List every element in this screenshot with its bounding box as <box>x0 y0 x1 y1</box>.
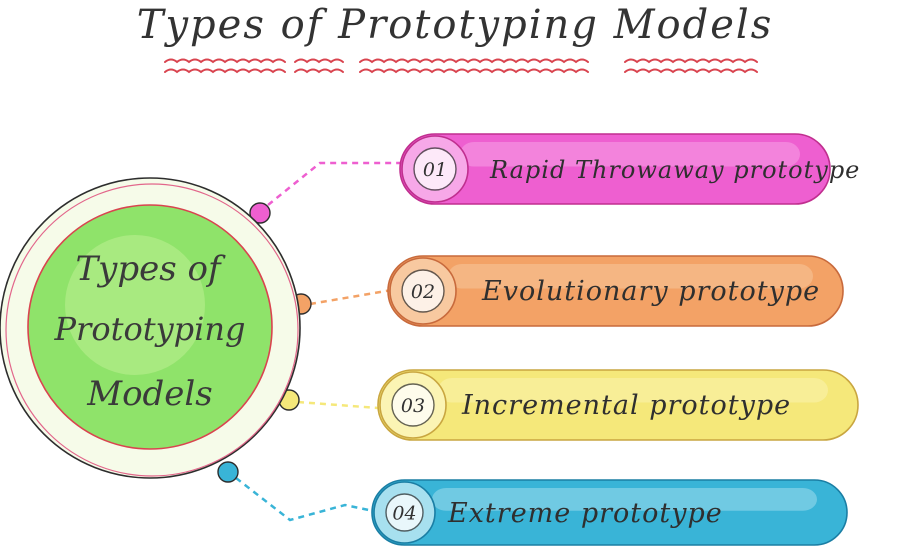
hub: Types of Prototyping Models <box>0 177 301 479</box>
model-item: 02 Evolutionary prototype <box>387 255 844 327</box>
title-underline <box>624 58 758 64</box>
title-underlines <box>164 58 758 74</box>
hub-label-line-2: Prototyping <box>54 310 246 348</box>
model-pill-highlight <box>438 378 828 403</box>
model-label: Incremental prototype <box>461 390 791 421</box>
model-label: Evolutionary prototype <box>481 276 820 307</box>
title-underline <box>359 68 589 74</box>
hub-core-highlight <box>65 235 205 375</box>
title-underline <box>294 68 344 74</box>
model-item: 01 Rapid Throwaway prototype <box>399 133 860 205</box>
connector-line <box>309 288 393 306</box>
hub-outer-ring-pink <box>5 183 299 477</box>
model-pill-highlight <box>432 488 817 511</box>
page-title: Types of Prototyping Models <box>137 2 773 48</box>
model-number: 04 <box>392 503 416 525</box>
model-number: 01 <box>423 159 447 181</box>
model-list: 01 Rapid Throwaway prototype 02 Evolutionar… <box>371 133 860 546</box>
model-label: Rapid Throwaway prototype <box>489 156 860 184</box>
model-item: 03 Incremental prototype <box>377 369 859 441</box>
hub-core <box>27 204 273 450</box>
title-underline <box>359 58 589 64</box>
model-label: Extreme prototype <box>447 498 723 529</box>
model-number: 02 <box>411 281 435 303</box>
title-underline <box>624 68 758 74</box>
connector-line <box>267 161 400 206</box>
model-number-badge <box>401 269 445 313</box>
model-pill-highlight <box>460 142 800 167</box>
title-underline <box>164 58 286 64</box>
model-pill-highlight <box>448 264 813 289</box>
title-underline <box>294 58 344 64</box>
model-number: 03 <box>401 395 425 417</box>
connector-dot <box>249 202 271 224</box>
connector-line <box>297 400 379 410</box>
hub-label-line-1: Types of <box>75 249 225 289</box>
model-number-badge <box>385 493 424 532</box>
connector-line <box>235 477 379 522</box>
title-underline <box>164 68 286 74</box>
connector-dot <box>217 461 239 483</box>
model-item: 04 Extreme prototype <box>371 479 848 546</box>
model-number-badge <box>413 147 457 191</box>
hub-label-line-3: Models <box>86 374 213 414</box>
model-number-badge <box>391 383 435 427</box>
